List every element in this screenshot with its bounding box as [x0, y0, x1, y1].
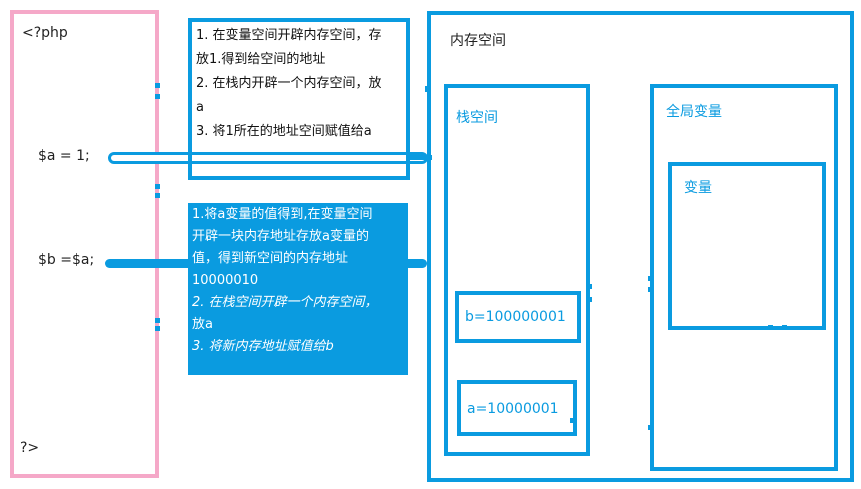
connector-tick: [768, 325, 773, 330]
connector-tick: [425, 86, 431, 92]
connector-tick: [155, 184, 160, 189]
stack-space-box: [444, 84, 590, 456]
connector-tick: [587, 284, 592, 289]
note-assign-b-line: 1.将a变量的值得到,在变量空间: [192, 207, 373, 222]
stack-cell-b-value: b=100000001: [465, 309, 566, 325]
code-line-b: $b =$a;: [38, 252, 95, 268]
note-assign-b-line: 值，得到新空间的内存地址: [192, 251, 349, 266]
global-variables-title: 全局变量: [666, 104, 722, 120]
note-assign-b-line: 开辟一块内存地址存放a变量的: [192, 229, 369, 244]
note-assign-a-line: 放1.得到给空间的地址: [196, 52, 326, 67]
note-assign-a-line: a: [196, 100, 204, 115]
connector-tick: [782, 325, 787, 330]
note-assign-b-line: 2. 在栈空间开辟一个内存空间，: [192, 295, 378, 310]
memory-space-title: 内存空间: [450, 33, 506, 49]
note-assign-a-line: 2. 在栈内开辟一个内存空间，放: [196, 76, 382, 91]
php-close-tag: ?>: [20, 440, 40, 456]
connector-tick: [648, 276, 653, 281]
memory-space-box: [427, 11, 854, 482]
php-code-panel: [10, 10, 159, 478]
note-assign-a-line: 1. 在变量空间开辟内存空间，存: [196, 28, 382, 43]
variable-box-title: 变量: [684, 180, 712, 196]
connector-tick: [587, 297, 592, 302]
note-assign-a-line: 3. 将1所在的地址空间赋值给a: [196, 124, 372, 139]
php-open-tag: <?php: [22, 25, 68, 41]
note-assign-a: 1. 在变量空间开辟内存空间，存 放1.得到给空间的地址 2. 在栈内开辟一个内…: [188, 18, 410, 180]
connector-tick: [648, 425, 653, 430]
note-assign-b-line: 3. 将新内存地址赋值给b: [192, 339, 334, 354]
connector-tick: [155, 94, 160, 99]
connector-tick: [648, 287, 653, 292]
arrow-a-head: [410, 155, 432, 160]
code-line-a: $a = 1;: [38, 148, 90, 164]
note-assign-b-line: 10000010: [192, 273, 259, 288]
stack-cell-a-value: a=10000001: [467, 401, 559, 417]
stack-cell-b: [455, 291, 581, 343]
stack-cell-a: [457, 380, 577, 436]
variable-box: [668, 162, 826, 330]
stack-space-title: 栈空间: [456, 110, 498, 126]
connector-tick: [570, 418, 575, 423]
note-assign-b-line: 放a: [192, 317, 213, 332]
connector-tick: [155, 193, 160, 198]
connector-tick: [155, 326, 160, 331]
connector-tick: [155, 318, 160, 323]
note-assign-b: 1.将a变量的值得到,在变量空间 开辟一块内存地址存放a变量的 值，得到新空间的…: [188, 203, 408, 375]
connector-tick: [155, 83, 160, 88]
